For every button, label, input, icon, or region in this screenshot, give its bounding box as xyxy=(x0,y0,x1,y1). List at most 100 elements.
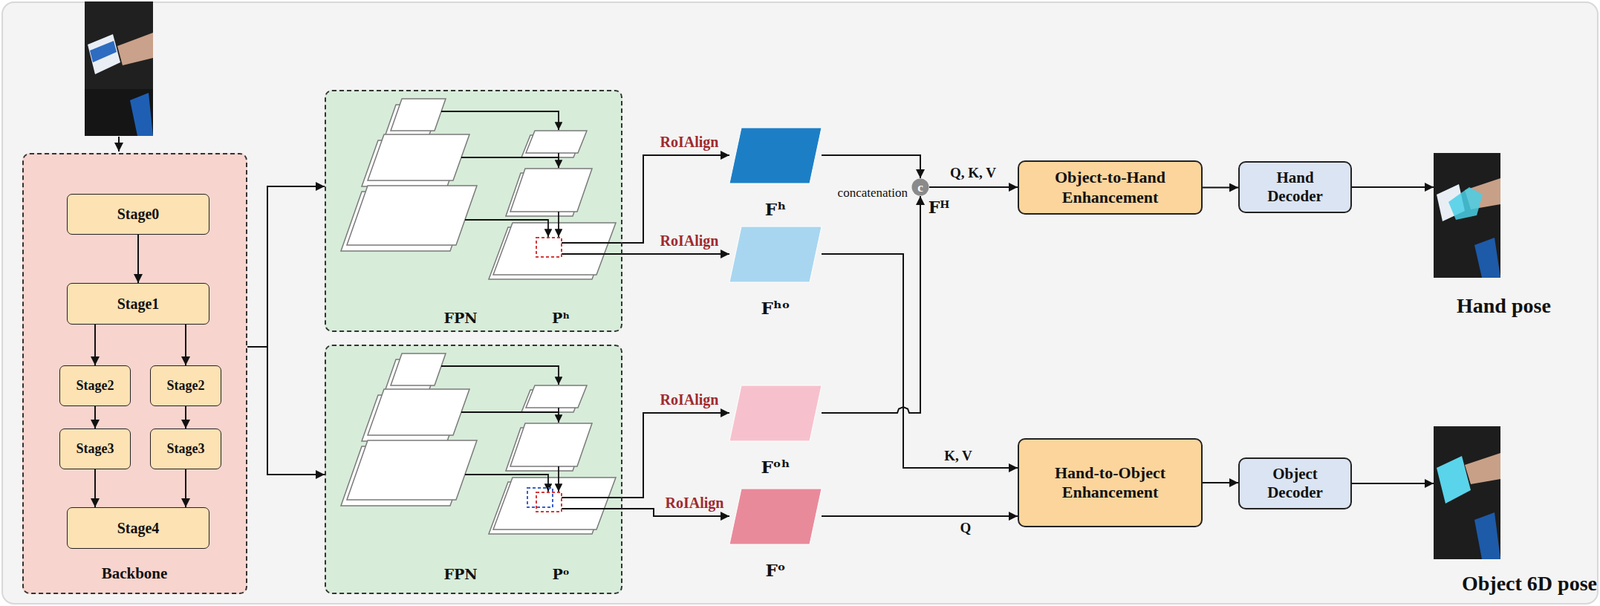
concat-symbol: c xyxy=(917,181,924,194)
text-holder: Fʰ xyxy=(765,199,786,220)
feature-shape xyxy=(729,488,822,545)
stage-label: Stage3 xyxy=(167,441,206,457)
stage-label: Stage2 xyxy=(167,378,206,394)
feature-map: Fʰᵒ xyxy=(729,226,822,324)
connector xyxy=(94,469,96,508)
text-holder: Backbone xyxy=(101,564,168,584)
enhancement-box: Object-to-Hand Enhancement xyxy=(1017,160,1203,215)
feature-map: Fᵒ xyxy=(729,488,822,586)
edge-label-holder: K, V xyxy=(944,447,973,465)
connector xyxy=(622,412,730,498)
enhancement-box: Hand-to-Object Enhancement xyxy=(1017,438,1203,528)
photo-caption: Hand pose xyxy=(1456,294,1524,318)
fpn-label: Pᵒ xyxy=(551,566,569,583)
concat-fill xyxy=(912,179,930,197)
input-photo xyxy=(84,1,154,136)
edge-label: RoIAlign xyxy=(660,133,720,151)
decoder-box: Hand Decoder xyxy=(1238,161,1352,214)
text-holder: Hand Decoder xyxy=(1254,168,1336,206)
feature-shape xyxy=(729,226,822,283)
text-holder: Pʰ xyxy=(551,309,570,327)
connector xyxy=(929,186,1018,188)
edge-label-holder: RoIAlign xyxy=(665,494,725,512)
stage-box: Stage2 xyxy=(150,365,222,407)
box-label: Object-to-Hand Enhancement xyxy=(1031,167,1190,208)
edge-label-holder: Q, K, V xyxy=(950,164,997,182)
backbone-panel: Backbone Stage0Stage1Stage2 Stage2Stage3St… xyxy=(22,153,248,595)
edge-label-holder: RoIAlign xyxy=(660,133,720,151)
edge-label-holder: Q xyxy=(960,519,972,537)
fpn-fill xyxy=(324,344,623,595)
backbone-fill xyxy=(22,153,248,595)
panel-title: Backbone xyxy=(101,564,168,584)
text-holder: Stage1 xyxy=(117,295,160,313)
text-holder: c xyxy=(917,181,924,194)
fpn-label: Pʰ xyxy=(551,309,570,327)
text-holder: Fʰᵒ xyxy=(760,297,790,318)
connector xyxy=(821,515,1018,517)
text-holder: Fᵒ xyxy=(765,560,786,581)
text-holder: Hand-to-Object Enhancement xyxy=(1031,463,1190,503)
label-holder: concatenation xyxy=(837,185,908,201)
feature-shape xyxy=(729,127,822,184)
label-holder: Fᴴ xyxy=(928,197,951,217)
feature-label: Fᵒ xyxy=(765,560,786,581)
stage-box: Stage2 xyxy=(59,365,131,407)
fpn-label: FPN xyxy=(443,566,477,583)
text-holder: Object 6D pose xyxy=(1461,571,1529,596)
stage-box: Stage0 xyxy=(66,193,210,235)
text-holder: Stage2 xyxy=(167,378,206,394)
output-photo: Hand pose xyxy=(1433,153,1501,329)
text-holder: Stage4 xyxy=(117,519,160,538)
feature-fill xyxy=(729,127,822,184)
output-photo: Object 6D pose xyxy=(1433,426,1501,599)
fpn-pyramid xyxy=(340,98,623,280)
connector xyxy=(622,253,730,255)
stage-label: Stage0 xyxy=(117,205,160,223)
connector xyxy=(821,155,921,179)
fpn-label: FPN xyxy=(443,309,477,327)
hand-photo xyxy=(1433,153,1501,278)
diagram-label: Fᴴ xyxy=(928,197,951,217)
connector xyxy=(247,346,325,475)
connector xyxy=(184,469,187,508)
input-arrow xyxy=(118,136,120,152)
feature-map: Fʰ xyxy=(729,127,822,225)
text-holder: Hand pose xyxy=(1456,294,1524,318)
text-holder: Stage3 xyxy=(167,441,206,457)
stage-label: Stage1 xyxy=(117,295,160,313)
text-holder: Object Decoder xyxy=(1254,464,1336,503)
connector xyxy=(821,254,1018,468)
text-holder: Object-to-Hand Enhancement xyxy=(1031,167,1190,208)
feature-label: Fᵒʰ xyxy=(760,456,790,477)
stage-box: Stage1 xyxy=(66,283,210,325)
edge-label: Q xyxy=(960,519,972,537)
roi-box xyxy=(527,488,553,508)
feature-shape xyxy=(729,385,822,442)
concat-circle: c xyxy=(911,178,930,197)
feature-fill xyxy=(729,226,822,283)
connector xyxy=(94,324,96,366)
connector xyxy=(821,196,921,413)
connector xyxy=(1202,187,1239,189)
connector xyxy=(184,324,187,366)
diagram-label: concatenation xyxy=(837,185,908,201)
connector xyxy=(1351,482,1434,485)
edge-label-holder: RoIAlign xyxy=(660,232,720,250)
text-holder: Fᵒʰ xyxy=(760,456,790,477)
text-holder: FPN xyxy=(443,566,477,583)
box-label: Object Decoder xyxy=(1254,464,1336,503)
text-holder: Stage0 xyxy=(117,205,160,223)
connector xyxy=(247,186,325,347)
feature-map: Fᵒʰ xyxy=(729,385,822,483)
stage-box: Stage4 xyxy=(66,507,210,549)
photo-caption: Object 6D pose xyxy=(1461,571,1529,596)
connector xyxy=(137,234,139,284)
fpn-panel: FPN Pᵒ xyxy=(324,344,623,595)
edge-label: K, V xyxy=(944,447,973,465)
stage-box: Stage3 xyxy=(150,428,222,470)
edge-label: Q, K, V xyxy=(950,164,997,182)
box-label: Hand-to-Object Enhancement xyxy=(1031,463,1190,503)
